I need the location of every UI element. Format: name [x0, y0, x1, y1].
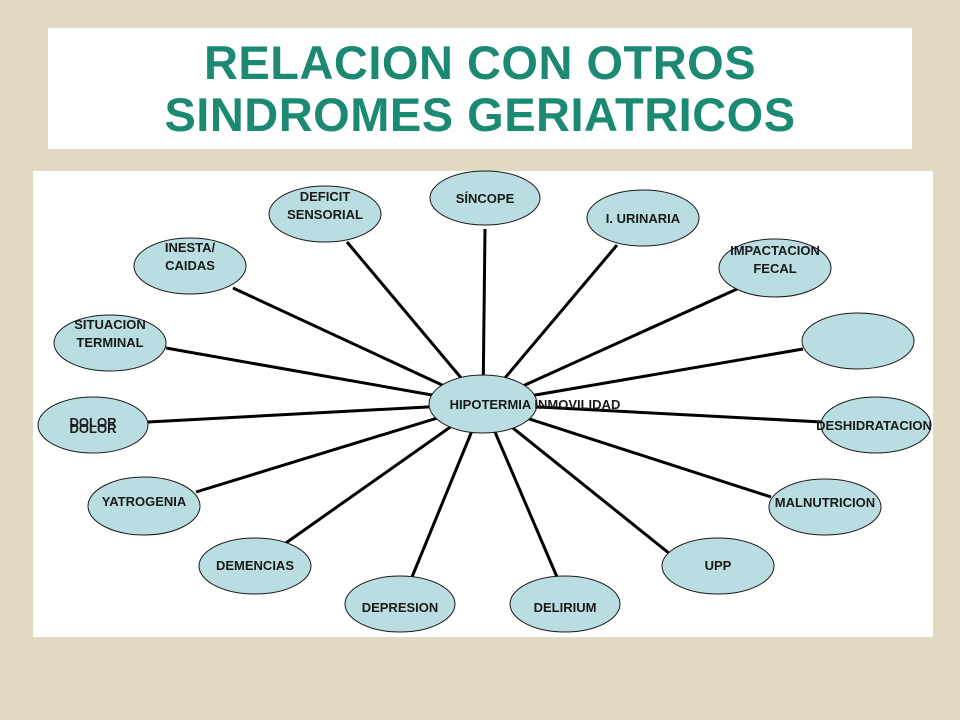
node-ellipse-inesta-caidas: [133, 237, 247, 295]
node-malnutricion: MALNUTRICION: [768, 478, 882, 536]
node-ellipse-depresion: [344, 575, 456, 633]
node-demencias: DEMENCIAS: [198, 537, 312, 595]
connector-line-impactacion-fecal: [482, 287, 738, 406]
node-label-demencias: DEMENCIAS: [216, 558, 294, 573]
center-node-ellipse: [428, 374, 538, 434]
node-ellipse-impactacion-fecal: [718, 238, 832, 298]
node-label-i-urinaria: I. URINARIA: [606, 211, 681, 226]
node-ellipse-malnutricion: [768, 478, 882, 536]
node-inesta-caidas: INESTA/CAIDAS: [133, 237, 247, 295]
connector-line-delirium: [481, 403, 559, 578]
node-label-impactacion-fecal-2: FECAL: [753, 261, 796, 276]
node-label-situacion-terminal-1: SITUACION: [74, 317, 146, 332]
node-label-dolor-2: DOLOR: [70, 421, 118, 436]
node-ellipse-upp: [661, 537, 775, 595]
title-line-2: SINDROMES GERIATRICOS: [164, 87, 796, 141]
node-ellipse-yatrogenia: [87, 476, 201, 536]
node-delirium: DELIRIUM: [509, 575, 621, 633]
node-label-deficit-sensorial-1: DEFICIT: [300, 189, 351, 204]
outer-nodes: SÍNCOPE I. URINARIA IMPACTACION FECAL DESHID…: [37, 170, 932, 633]
node-label-yatrogenia: YATROGENIA: [102, 494, 187, 509]
connector-line-blank: [482, 347, 804, 406]
node-label-inesta-caidas-1: INESTA/: [165, 240, 216, 255]
node-impactacion-fecal: IMPACTACION FECAL: [718, 238, 832, 298]
node-ellipse-demencias: [198, 537, 312, 595]
node-i-urinaria: I. URINARIA: [586, 189, 700, 247]
node-ellipse-delirium: [509, 575, 621, 633]
node-label-impactacion-fecal-1: IMPACTACION: [730, 243, 820, 258]
node-ellipse-blank: [801, 312, 915, 370]
node-label-situacion-terminal-2: TERMINAL: [76, 335, 143, 350]
node-label-delirium: DELIRIUM: [534, 600, 597, 615]
node-ellipse-deficit-sensorial: [268, 185, 382, 243]
connector-line-demencias: [282, 402, 484, 547]
node-label-dolor-1: DOLOR: [70, 415, 118, 430]
node-deshidratacion: DESHIDRATACION: [816, 396, 932, 454]
node-depresion: DEPRESION: [344, 575, 456, 633]
center-node-label: HIPOTERMIA INMOVILIDAD: [450, 397, 621, 412]
connector-lines: [147, 228, 823, 578]
node-blank: [801, 312, 915, 370]
node-ellipse-situacion-terminal: [53, 314, 167, 372]
node-yatrogenia: YATROGENIA: [87, 476, 201, 536]
node-sincope: SÍNCOPE: [429, 170, 541, 226]
node-label-deficit-sensorial-2: SENSORIAL: [287, 207, 363, 222]
connector-line-dolor: [147, 402, 484, 424]
title-line-1: RELACION CON OTROS: [203, 35, 757, 89]
title-box: RELACION CON OTROS SINDROMES GERIATRICOS: [48, 28, 912, 149]
node-upp: UPP: [661, 537, 775, 595]
connector-line-inesta-caidas: [232, 286, 484, 406]
center-node-group: HIPOTERMIA INMOVILIDAD: [428, 374, 621, 434]
connector-line-malnutricion: [482, 402, 772, 499]
node-ellipse-deshidratacion: [820, 396, 932, 454]
connector-line-upp: [482, 402, 671, 556]
connector-line-deshidratacion: [482, 402, 823, 424]
node-label-upp: UPP: [705, 558, 732, 573]
node-ellipse-dolor: [37, 396, 149, 454]
connector-line-yatrogenia: [195, 402, 484, 494]
node-deficit-sensorial: DEFICIT SENSORIAL: [268, 185, 382, 243]
node-label-inesta-caidas-2: CAIDAS: [165, 258, 215, 273]
node-label-sincope: SÍNCOPE: [456, 191, 515, 206]
node-label-depresion: DEPRESION: [362, 600, 439, 615]
node-label-deshidratacion: DESHIDRATACION: [816, 418, 932, 433]
connector-line-situacion-terminal: [165, 346, 484, 406]
node-label-malnutricion: MALNUTRICION: [775, 495, 875, 510]
connector-line-deficit-sensorial: [345, 241, 485, 405]
node-situacion-terminal: SITUACION TERMINAL: [53, 314, 167, 372]
node-ellipse-i-urinaria: [586, 189, 700, 247]
node-ellipse-sincope: [429, 170, 541, 226]
